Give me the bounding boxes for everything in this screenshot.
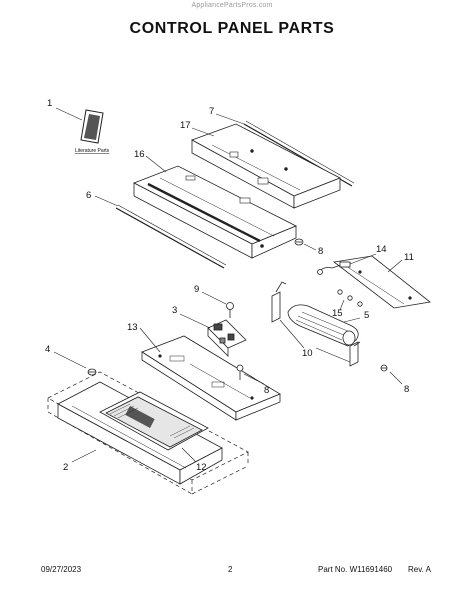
footer-date: 09/27/2023 bbox=[41, 565, 82, 574]
control-housing-part-16 bbox=[133, 165, 297, 259]
callout-17: 17 bbox=[180, 120, 191, 131]
page-title: CONTROL PANEL PARTS bbox=[129, 20, 335, 37]
footer-page-number: 2 bbox=[228, 565, 233, 574]
callout-6: 6 bbox=[86, 190, 91, 201]
fan-bracket-left-part-10 bbox=[271, 281, 287, 323]
display-part-12 bbox=[99, 391, 209, 451]
screw-part-9 bbox=[226, 302, 234, 318]
blower-fan-part-5 bbox=[287, 304, 359, 347]
callout-8-upper: 8 bbox=[318, 246, 323, 257]
callout-5: 5 bbox=[364, 310, 369, 321]
callout-2: 2 bbox=[63, 462, 68, 473]
callout-4: 4 bbox=[45, 344, 50, 355]
literature-pack bbox=[80, 109, 104, 144]
callout-16: 16 bbox=[134, 149, 145, 160]
callout-9: 9 bbox=[194, 284, 199, 295]
callout-10: 10 bbox=[302, 348, 313, 359]
callout-8-right: 8 bbox=[404, 384, 409, 395]
callout-13: 13 bbox=[127, 322, 138, 333]
bracket-part-11 bbox=[333, 255, 431, 309]
screws-part-15 bbox=[337, 289, 363, 307]
screw-part-8-right bbox=[380, 364, 388, 372]
callout-8-middle: 8 bbox=[264, 385, 269, 396]
part-4 bbox=[87, 368, 97, 376]
screw-part-8-middle bbox=[236, 364, 244, 380]
leader-lines bbox=[53, 107, 403, 463]
module-part-3 bbox=[207, 319, 247, 357]
callout-15: 15 bbox=[332, 308, 343, 319]
callout-3: 3 bbox=[172, 305, 177, 316]
callout-11: 11 bbox=[404, 252, 414, 263]
callout-7: 7 bbox=[209, 106, 214, 117]
footer-part-number: Part No. W11691460 bbox=[318, 565, 393, 574]
literature-parts-label: Literature Parts bbox=[75, 148, 110, 154]
screw-part-8-upper bbox=[294, 238, 304, 246]
watermark: AppliancePartsPros.com bbox=[191, 2, 273, 9]
callout-14: 14 bbox=[376, 244, 387, 255]
callout-12: 12 bbox=[196, 462, 207, 473]
fan-bracket-right-part-10 bbox=[349, 341, 361, 367]
control-board-part-13 bbox=[141, 335, 281, 421]
rod-part-6 bbox=[115, 204, 227, 269]
upper-panel-part-17 bbox=[191, 123, 341, 209]
footer-revision: Rev. A bbox=[408, 565, 431, 574]
sensor-part-14 bbox=[317, 261, 351, 275]
callout-1: 1 bbox=[47, 98, 52, 109]
